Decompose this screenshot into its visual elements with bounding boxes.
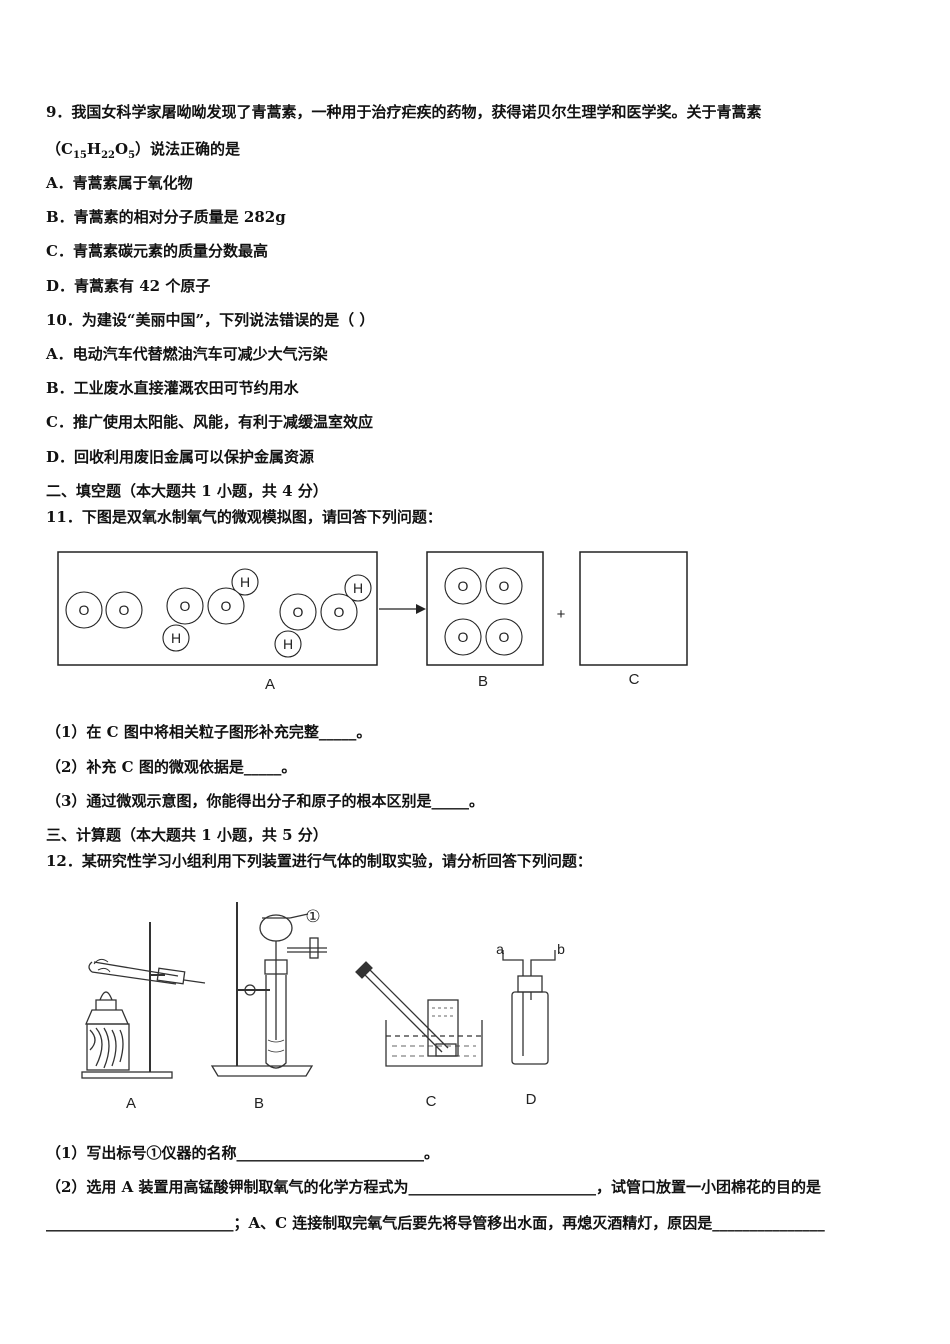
atom-o <box>485 567 523 605</box>
atom-o-label: O <box>221 598 232 614</box>
atom-h-label: H <box>171 630 181 646</box>
q10-stem: 10．为建设“美丽中国”，下列说法错误的是（ ） <box>46 311 375 329</box>
q9-stem-line1: 9．我国女科学家屠呦呦发现了青蒿素，一种用于治疗疟疾的药物，获得诺贝尔生理学和医… <box>46 103 762 121</box>
marker-label: ① <box>305 907 320 926</box>
q11-sub2: （2）补充 C 图的微观依据是_____。 <box>46 758 297 776</box>
atom-o <box>320 593 358 631</box>
q9-formula-open: （C <box>46 140 73 158</box>
apparatus-c <box>355 961 483 1067</box>
q10-option-a: A．电动汽车代替燃油汽车可减少大气污染 <box>46 345 328 363</box>
q9-o: O <box>114 140 129 158</box>
q11-sub3: （3）通过微观示意图，你能得出分子和原子的根本区别是_____。 <box>46 792 484 810</box>
atom-o <box>166 587 204 625</box>
q9-option-c: C．青蒿素碳元素的质量分数最高 <box>46 242 268 260</box>
q9-stem-line2: （C15H22O5）说法正确的是 <box>46 140 240 165</box>
section3-heading: 三、计算题（本大题共 1 小题，共 5 分） <box>46 826 328 844</box>
atom-o-label: O <box>499 629 510 645</box>
q11-stem: 11．下图是双氧水制氧气的微观模拟图，请回答下列问题： <box>46 508 442 526</box>
atom-o-label: O <box>458 629 469 645</box>
atom-o-label: O <box>79 602 90 618</box>
arrow-head <box>416 604 426 614</box>
apparatus-d <box>502 950 556 1065</box>
q9-option-d: D．青蒿素有 42 个原子 <box>46 277 211 295</box>
atom-h <box>162 624 190 652</box>
q12-apparatus-diagram: ① a b A B C D <box>81 902 565 1112</box>
q11-sub1: （1）在 C 图中将相关粒子图形补充完整_____。 <box>46 723 372 741</box>
atom-o-label: O <box>334 604 345 620</box>
q10-option-d: D．回收利用废旧金属可以保护金属资源 <box>46 448 315 466</box>
q9-formula-close: ）说法正确的是 <box>135 140 241 158</box>
apparatus-a <box>81 922 206 1079</box>
q12-sub1: （1）写出标号①仪器的名称_________________________。 <box>46 1144 439 1162</box>
atom-o-label: O <box>180 598 191 614</box>
label-a: A <box>265 676 275 693</box>
app-label-c: C <box>426 1093 437 1110</box>
atom-o <box>65 591 103 629</box>
q9-c-sub: 15 <box>72 150 87 161</box>
q9-o-sub: 5 <box>128 150 136 161</box>
atom-h-label: H <box>283 636 293 652</box>
q11-molecule-diagram: O O H O O H H O O H O O O O + A B C <box>57 551 688 693</box>
atom-o <box>485 618 523 656</box>
apparatus-b <box>210 902 327 1077</box>
atom-o <box>279 593 317 631</box>
box-c <box>579 551 688 666</box>
q12-sub2: （2）选用 A 装置用高锰酸钾制取氧气的化学方程式为______________… <box>46 1178 822 1196</box>
app-label-d: D <box>526 1091 537 1108</box>
app-label-a: A <box>126 1095 136 1112</box>
atom-o <box>444 567 482 605</box>
q10-option-b: B．工业废水直接灌溉农田可节约用水 <box>46 379 299 397</box>
atom-o <box>105 591 143 629</box>
atom-o-label: O <box>119 602 130 618</box>
q9-h: H <box>86 140 102 158</box>
q9-option-a: A．青蒿素属于氧化物 <box>46 174 193 192</box>
atom-h-label: H <box>353 580 363 596</box>
q9-h-sub: 22 <box>101 150 115 161</box>
port-b-label: b <box>557 941 565 957</box>
atom-h <box>231 568 259 596</box>
port-a-label: a <box>496 941 504 957</box>
atom-o <box>207 587 245 625</box>
atom-o-label: O <box>499 578 510 594</box>
q10-option-c: C．推广使用太阳能、风能，有利于减缓温室效应 <box>46 413 373 431</box>
label-b: B <box>478 673 488 690</box>
atom-o <box>444 618 482 656</box>
atom-h <box>344 574 372 602</box>
q12-sub3: _________________________；A、C 连接制取完氧气后要先… <box>46 1214 825 1232</box>
atom-h-label: H <box>240 574 250 590</box>
q9-option-b: B．青蒿素的相对分子质量是 282g <box>46 208 286 226</box>
q12-stem: 12．某研究性学习小组利用下列装置进行气体的制取实验，请分析回答下列问题： <box>46 852 592 870</box>
box-b <box>426 551 544 666</box>
label-c: C <box>629 671 640 688</box>
atom-o-label: O <box>293 604 304 620</box>
atom-h <box>274 630 302 658</box>
app-label-b: B <box>254 1095 264 1112</box>
section2-heading: 二、填空题（本大题共 1 小题，共 4 分） <box>46 482 328 500</box>
box-a <box>57 551 378 666</box>
atom-o-label: O <box>458 578 469 594</box>
plus-sign: + <box>557 606 566 623</box>
